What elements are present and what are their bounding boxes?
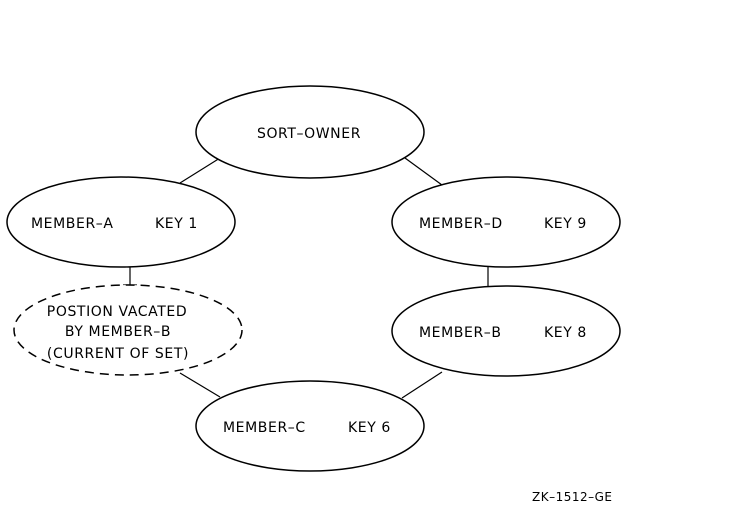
node-member-b-name: MEMBER–B [419, 325, 502, 341]
node-member-d-key: KEY 9 [544, 216, 587, 232]
node-vacated-position-shape [13, 284, 243, 376]
node-vacated-position: POSTION VACATED BY MEMBER–B (CURRENT OF … [13, 284, 243, 376]
connector-owner-to-member-a [179, 157, 221, 184]
node-sort-owner: SORT–OWNER [195, 85, 425, 179]
node-vacated-line-1: POSTION VACATED [47, 304, 187, 320]
node-member-d-shape [391, 176, 621, 268]
node-member-c-shape [195, 380, 425, 472]
node-member-c-key: KEY 6 [348, 420, 391, 436]
connector-vacated-to-member-c [179, 372, 221, 398]
node-member-b-shape [391, 285, 621, 377]
node-member-a-name: MEMBER–A [31, 216, 114, 232]
node-member-d: MEMBER–D KEY 9 [391, 176, 621, 268]
node-member-a-shape [6, 176, 236, 268]
node-member-c-name: MEMBER–C [223, 420, 306, 436]
connector-member-b-to-member-c [401, 371, 443, 399]
node-member-a-key: KEY 1 [155, 216, 198, 232]
node-member-b: MEMBER–B KEY 8 [391, 285, 621, 377]
connector-owner-to-member-d [404, 157, 443, 186]
connectors [123, 157, 489, 399]
node-member-b-key: KEY 8 [544, 325, 587, 341]
node-sort-owner-label: SORT–OWNER [257, 126, 361, 142]
node-member-c: MEMBER–C KEY 6 [195, 380, 425, 472]
node-member-d-name: MEMBER–D [419, 216, 503, 232]
node-vacated-line-3: (CURRENT OF SET) [47, 346, 189, 362]
node-member-a: MEMBER–A KEY 1 [6, 176, 236, 268]
node-sort-owner-shape [195, 85, 425, 179]
figure-reference-code: ZK–1512–GE [532, 490, 613, 504]
node-vacated-line-2: BY MEMBER–B [65, 324, 171, 340]
